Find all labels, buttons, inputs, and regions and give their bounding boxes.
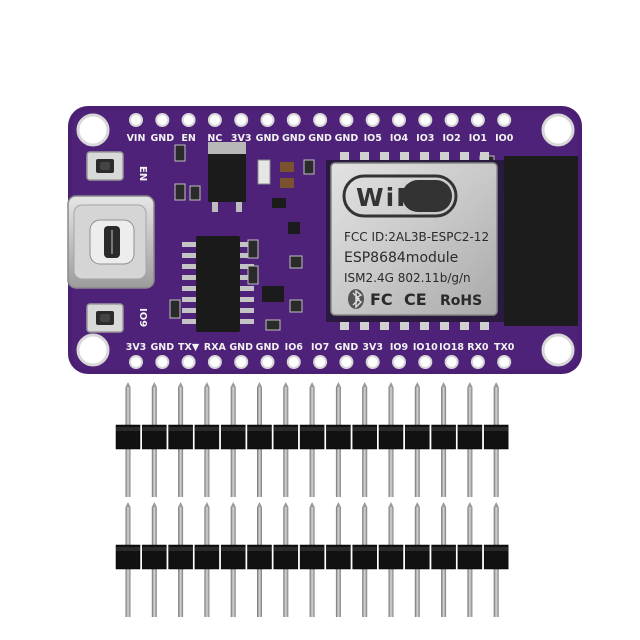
wifi-logo: WiFi	[342, 174, 458, 218]
bottom-pin-label: TX0	[494, 342, 515, 353]
pcb-antenna	[504, 156, 578, 326]
bottom-pin-label: IO10	[413, 342, 438, 353]
top-pin-label: IO3	[416, 133, 434, 144]
wifi-module: WiFi FCC ID:2AL3B-ESPC2-12 ESP8684module…	[326, 152, 578, 330]
chip-legs	[182, 242, 254, 324]
bottom-pin-label: IO7	[311, 342, 329, 353]
module-pads	[340, 152, 489, 330]
pin-hole	[129, 355, 143, 369]
pin-hole	[181, 355, 196, 369]
rohs-mark: RoHS	[440, 293, 482, 309]
pin-hole	[260, 113, 275, 127]
pin-hole	[444, 355, 459, 369]
pin-hole	[339, 355, 354, 369]
top-pin-label: EN	[181, 133, 195, 144]
pin-hole	[207, 355, 222, 369]
usb-c-connector	[67, 195, 155, 289]
top-pin-label: IO0	[495, 133, 514, 144]
bottom-pin-label: GND	[150, 342, 174, 353]
wifi-logo-text: WiFi	[356, 183, 426, 212]
pin-header	[115, 502, 509, 617]
pin-hole	[313, 113, 328, 127]
pin-hole	[497, 355, 512, 369]
pin-hole	[497, 113, 512, 127]
pin-hole	[339, 113, 354, 127]
voltage-regulator	[208, 142, 246, 212]
io9-label: IO9	[137, 308, 148, 327]
top-pin-label: VIN	[127, 133, 146, 144]
bottom-pin-label: GND	[229, 342, 253, 353]
pin-header	[115, 382, 509, 497]
bottom-pin-label: RX0	[467, 342, 489, 353]
bottom-pin-label: IO6	[285, 342, 304, 353]
bottom-pin-label: TX▼	[178, 342, 200, 353]
top-pin-label: GND	[282, 133, 306, 144]
pin-hole	[444, 113, 459, 127]
pin-hole	[129, 113, 143, 127]
top-pin-label: GND	[150, 133, 174, 144]
pin-hole	[365, 355, 380, 369]
bottom-pin-label: IO18	[439, 342, 464, 353]
pin-hole	[234, 355, 249, 369]
pin-hole	[286, 113, 301, 127]
fcc-id: FCC ID:2AL3B-ESPC2-12	[344, 230, 489, 244]
ce-mark: CE	[404, 290, 427, 309]
top-pin-label: GND	[335, 133, 359, 144]
top-pin-label: IO5	[364, 133, 382, 144]
pin-hole	[155, 113, 170, 127]
pin-hole	[313, 355, 328, 369]
top-pin-label: NC	[207, 133, 222, 144]
en-label: EN	[137, 166, 148, 181]
fc-mark: FC	[370, 290, 393, 309]
io9-button	[86, 303, 124, 333]
pin-hole	[470, 355, 485, 369]
pin-hole	[260, 355, 275, 369]
en-button	[86, 151, 124, 181]
bottom-pin-label: GND	[335, 342, 359, 353]
bottom-pin-label: RXA	[204, 342, 227, 353]
usb-serial-chip	[182, 236, 254, 332]
top-pin-label: IO4	[390, 133, 409, 144]
bottom-pin-label: GND	[256, 342, 280, 353]
bottom-pin-label: IO9	[390, 342, 408, 353]
pin-hole	[418, 113, 433, 127]
top-pin-holes	[129, 113, 512, 127]
top-pin-label: IO2	[442, 133, 460, 144]
pin-hole	[418, 355, 433, 369]
top-pin-label: GND	[256, 133, 280, 144]
mounting-holes	[76, 113, 575, 367]
bottom-pin-holes	[129, 355, 512, 369]
pin-hole	[392, 113, 406, 127]
module-model: ESP8684module	[344, 250, 458, 266]
pin-hole	[286, 355, 301, 369]
pin-headers	[115, 382, 509, 617]
top-pin-label: GND	[308, 133, 332, 144]
module-spec: ISM2.4G 802.11b/g/n	[344, 271, 471, 285]
pin-hole	[470, 113, 485, 127]
bottom-pin-label: 3V3	[362, 342, 383, 353]
pin-hole	[234, 113, 249, 127]
pin-hole	[392, 355, 406, 369]
pin-hole	[207, 113, 222, 127]
pin-hole	[181, 113, 196, 127]
bluetooth-icon	[348, 289, 364, 309]
pin-hole	[155, 355, 170, 369]
top-pin-label: IO1	[469, 133, 487, 144]
bottom-pin-label: 3V3	[126, 342, 147, 353]
top-pin-label: 3V3	[231, 133, 252, 144]
pin-hole	[365, 113, 380, 127]
